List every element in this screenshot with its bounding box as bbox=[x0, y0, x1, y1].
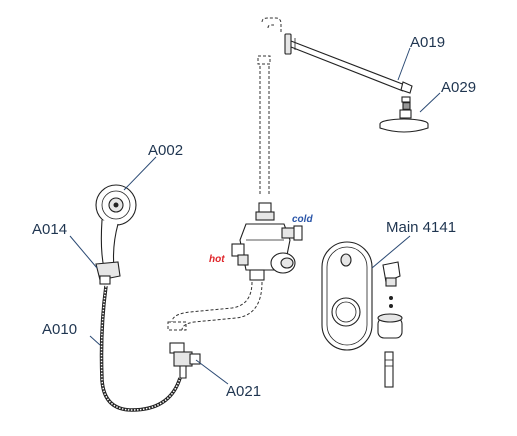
hand-shower-holder bbox=[95, 261, 121, 285]
rain-shower-head bbox=[379, 96, 429, 133]
callout-main-4141: Main 4141 bbox=[386, 219, 456, 236]
callout-A010: A010 bbox=[42, 321, 77, 338]
hidden-riser-pipe bbox=[257, 17, 282, 195]
leader-main-4141 bbox=[371, 235, 411, 269]
callout-A002: A002 bbox=[148, 142, 183, 159]
leader-A014 bbox=[69, 235, 98, 269]
wall-outlet-elbow bbox=[169, 342, 201, 379]
hidden-outlet-pipe bbox=[167, 281, 263, 331]
mixer-valve-body bbox=[231, 202, 303, 281]
callout-A019: A019 bbox=[410, 34, 445, 51]
callout-leaders bbox=[69, 47, 441, 385]
leader-A002 bbox=[123, 156, 157, 191]
leader-A010 bbox=[89, 335, 101, 346]
leader-A029 bbox=[419, 92, 441, 113]
hot-label: hot bbox=[209, 254, 225, 265]
hand-shower bbox=[95, 184, 137, 269]
leader-A019 bbox=[397, 47, 411, 81]
callout-A029: A029 bbox=[441, 79, 476, 96]
cold-label: cold bbox=[292, 214, 313, 225]
shower-arm bbox=[284, 33, 413, 94]
callout-A021: A021 bbox=[226, 383, 261, 400]
leader-A021 bbox=[195, 359, 229, 385]
callout-A014: A014 bbox=[32, 221, 67, 238]
trim-plate bbox=[321, 241, 373, 351]
lever-handle bbox=[377, 261, 403, 388]
shower-hose bbox=[99, 285, 182, 412]
